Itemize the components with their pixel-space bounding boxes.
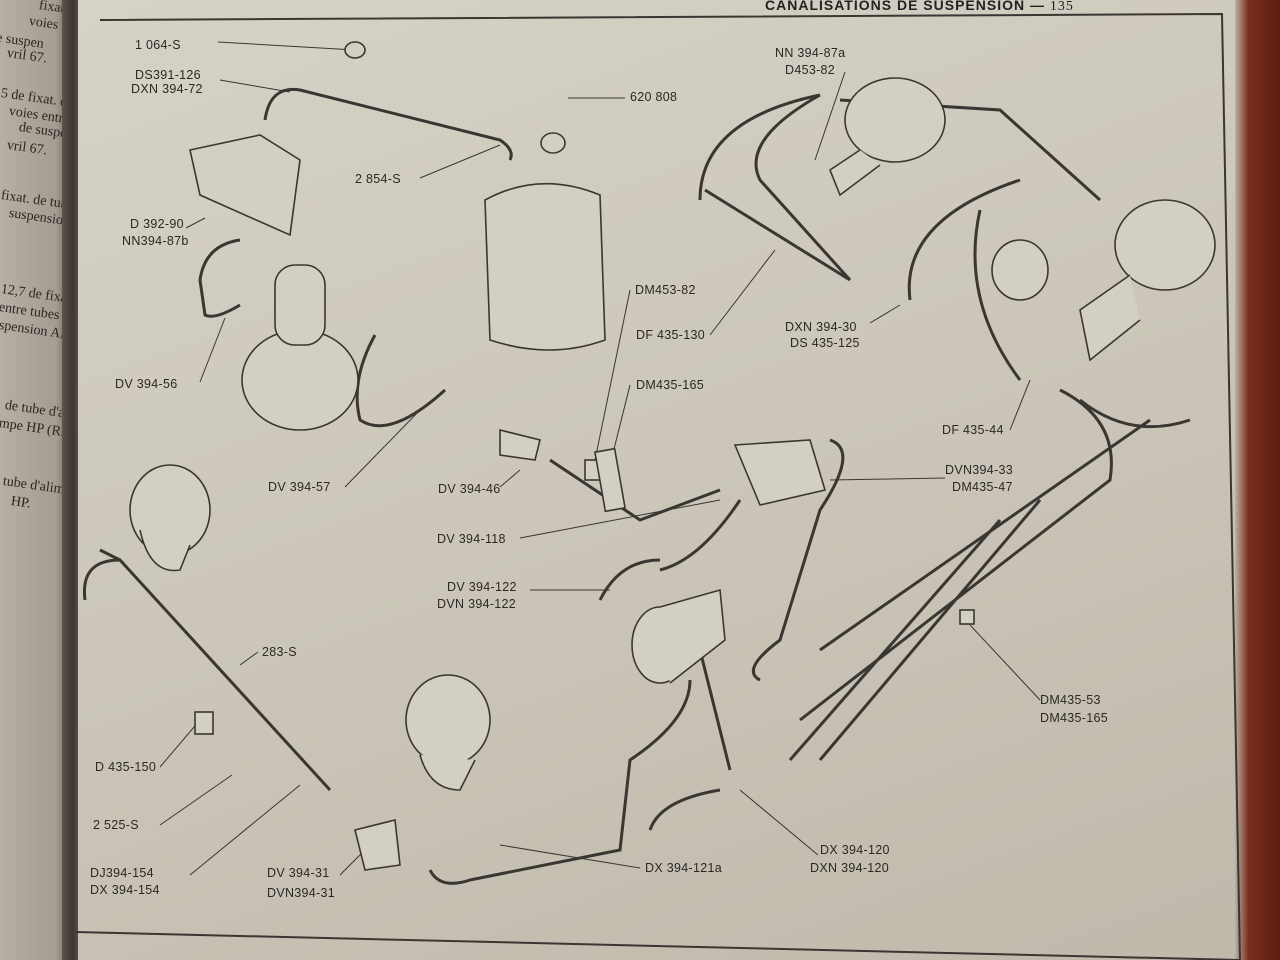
part-label: D 435-150 xyxy=(95,760,157,774)
part-label: DV 394-57 xyxy=(268,480,331,494)
part-label: DXN 394-120 xyxy=(810,861,890,875)
part-label: DV 394-56 xyxy=(115,377,178,391)
part-label: DS391-126 xyxy=(135,68,201,82)
part-label: NN394-87b xyxy=(122,234,189,248)
part-label: DS 435-125 xyxy=(790,336,860,350)
page-header: CANALISATIONS DE SUSPENSION — 135 xyxy=(765,0,1074,15)
part-label: DXN 394-72 xyxy=(131,82,203,96)
part-label: DV 394-118 xyxy=(437,532,506,546)
frame-border xyxy=(74,12,1241,960)
part-label: DXN 394-30 xyxy=(785,320,857,334)
part-label: DM453-82 xyxy=(635,283,696,297)
part-label: 2 525-S xyxy=(93,818,139,832)
part-label: DV 394-31 xyxy=(267,866,330,880)
part-label: NN 394-87a xyxy=(775,46,846,60)
part-label: DM435-53 xyxy=(1040,693,1101,707)
part-label: DM435-165 xyxy=(636,378,705,392)
part-label: DX 394-154 xyxy=(90,883,160,897)
part-label: DM435-47 xyxy=(952,480,1013,494)
header-dash: — xyxy=(1030,0,1045,13)
left-page: fixat. de voies entre n de suspen vril 6… xyxy=(0,0,92,960)
spheres xyxy=(129,41,1216,871)
part-label: DV 394-46 xyxy=(438,482,501,496)
part-label: 620 808 xyxy=(630,90,678,104)
part-label: 2 854-S xyxy=(355,172,401,186)
part-label: 283-S xyxy=(262,645,297,659)
part-label: D453-82 xyxy=(785,63,836,77)
pipes xyxy=(82,87,1191,885)
part-label: DV 394-122 xyxy=(447,580,517,594)
leader-lines xyxy=(159,41,1041,876)
page-number: 135 xyxy=(1049,0,1074,14)
part-label: DJ394-154 xyxy=(90,866,154,880)
part-label: DF 435-130 xyxy=(636,328,706,342)
page-title: CANALISATIONS DE SUSPENSION xyxy=(765,0,1026,13)
part-label: DVN 394-122 xyxy=(437,597,517,611)
part-label: DVN394-33 xyxy=(945,463,1014,477)
part-label: DX 394-121a xyxy=(645,861,722,875)
part-label: DX 394-120 xyxy=(820,843,890,857)
part-label: DM435-165 xyxy=(1040,711,1109,725)
part-label: DVN394-31 xyxy=(267,886,336,900)
part-label: D 392-90 xyxy=(130,217,184,231)
part-label: 1 064-S xyxy=(135,38,181,52)
part-label: DF 435-44 xyxy=(942,423,1004,437)
background-book xyxy=(1235,0,1280,960)
